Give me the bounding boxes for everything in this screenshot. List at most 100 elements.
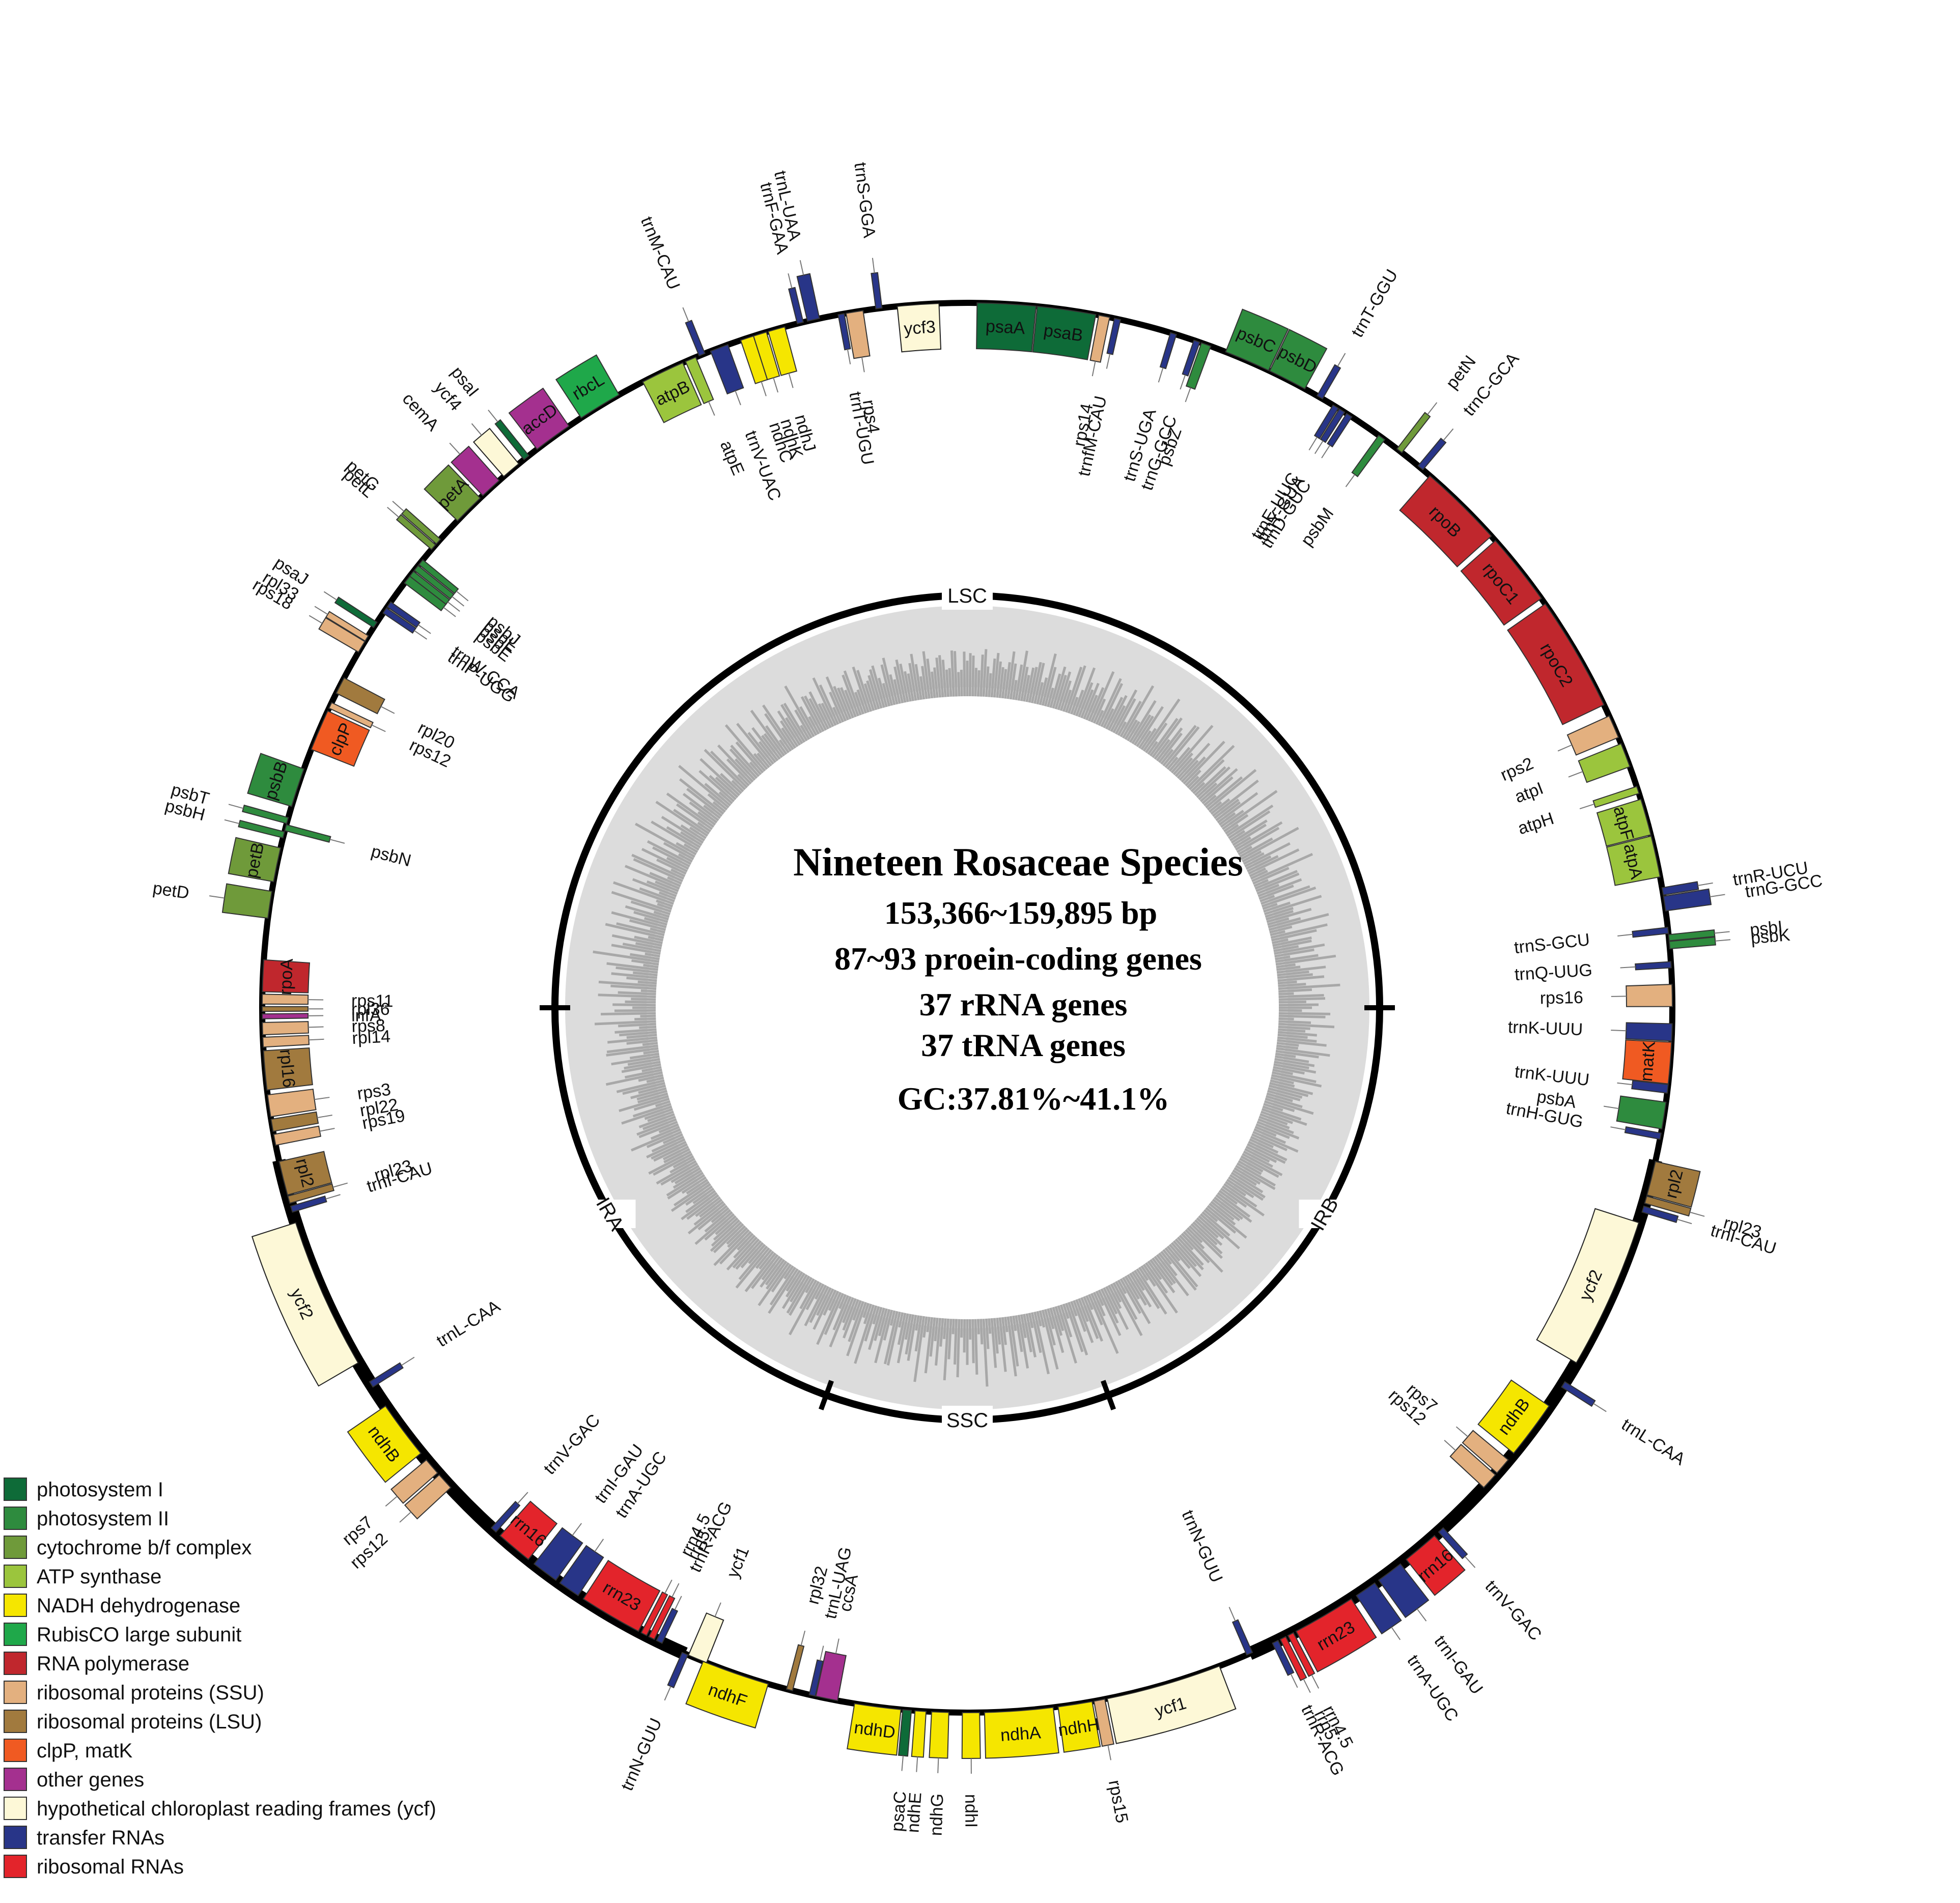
gene-label: rpl14 <box>352 1027 391 1048</box>
legend-label: transfer RNAs <box>37 1827 164 1849</box>
gene-rps7 <box>390 1459 438 1504</box>
gene-label: trnK-UUU <box>1507 1017 1583 1039</box>
gene-rpoc1 <box>1460 539 1542 626</box>
gene-label: rps8 <box>351 1016 385 1036</box>
gene-ndhe <box>911 1710 927 1758</box>
gene-rpoc2 <box>1507 603 1605 725</box>
gene-ccsa <box>815 1651 847 1701</box>
center-gc-content: GC:37.81%~41.1% <box>898 1081 1170 1117</box>
gene-rps11 <box>262 993 309 1005</box>
center-rrna-genes: 37 rRNA genes <box>919 986 1128 1022</box>
gene-psbn <box>284 824 331 843</box>
legend-swatch <box>4 1768 27 1791</box>
legend-item: ribosomal RNAs <box>4 1855 184 1878</box>
gene-rpl22 <box>270 1111 319 1132</box>
region-label-irb: IRB <box>1299 1194 1350 1234</box>
center-title: Nineteen Rosaceae Species <box>793 840 1243 884</box>
legend-label: photosystem II <box>37 1508 169 1530</box>
gene-ycf1 <box>687 1612 724 1664</box>
gene-trnr-acg <box>656 1608 679 1644</box>
legend-label: cytochrome b/f complex <box>37 1537 251 1559</box>
legend-item: photosystem II <box>4 1507 169 1530</box>
gene-ndha <box>984 1707 1059 1759</box>
legend-swatch <box>4 1594 27 1617</box>
gc-content-profile <box>593 649 1340 1387</box>
gene-trnl-caa <box>1561 1381 1596 1407</box>
region-label-text: SSC <box>946 1409 988 1432</box>
legend-label: ATP synthase <box>37 1566 161 1588</box>
gene-petn <box>1396 412 1431 453</box>
gene-rrn23 <box>582 1559 661 1632</box>
gene-peta <box>424 464 481 522</box>
gene-rps14 <box>1089 315 1110 363</box>
gene-rrn16 <box>1405 1535 1466 1596</box>
gene-trnfm-cau <box>1106 318 1122 355</box>
legend-label: ribosomal proteins (LSU) <box>37 1711 262 1733</box>
gene-rps18 <box>318 617 366 653</box>
gene-psbi <box>1668 929 1716 942</box>
gene-rps4 <box>845 310 871 359</box>
gene-label: rps11 <box>351 991 394 1011</box>
gene-trnl-caa <box>369 1362 404 1388</box>
gene-rpob <box>1399 475 1492 567</box>
gene-label: rpoA <box>276 958 297 996</box>
gene-petl <box>396 514 436 551</box>
gene-psbm <box>1351 434 1386 477</box>
legend-label: RubisCO large subunit <box>37 1624 241 1646</box>
gene-trnv-gac <box>490 1500 521 1533</box>
gene-rps8 <box>262 1021 309 1036</box>
gene-label: rpl16 <box>276 1048 299 1089</box>
legend-item: RNA polymerase <box>4 1652 189 1675</box>
gene-label: psaC <box>887 1791 910 1832</box>
gene-trnv-gac <box>1438 1527 1468 1559</box>
gene-ycf1 <box>1106 1665 1237 1744</box>
legend-label: other genes <box>37 1769 144 1791</box>
gene-rpl16 <box>263 1047 313 1091</box>
gene-psbc <box>1225 308 1289 372</box>
gene-rpl32 <box>786 1644 805 1692</box>
gene-label: ndhE <box>903 1792 925 1833</box>
legend-item: other genes <box>4 1768 144 1791</box>
gene-ndhb <box>347 1405 422 1483</box>
gene-trng-gcc <box>1663 888 1712 912</box>
gene-atpf <box>1596 799 1651 847</box>
gene-clpp <box>311 710 370 767</box>
gene-rrn23 <box>1295 1598 1377 1673</box>
legend-item: ATP synthase <box>4 1565 161 1588</box>
legend-item: ribosomal proteins (SSU) <box>4 1681 264 1704</box>
gene-psbk <box>1668 936 1716 950</box>
gene-rpl2 <box>278 1151 332 1196</box>
gene-psac <box>898 1709 912 1757</box>
gene-atpe <box>685 356 714 405</box>
inner-gc-ring <box>551 592 1383 1424</box>
gene-label: psaA <box>985 317 1026 338</box>
gene-label: ndhA <box>1000 1723 1042 1745</box>
legend-item: cytochrome b/f complex <box>4 1536 251 1559</box>
gene-rpl33 <box>325 611 369 642</box>
gene-rpl14 <box>262 1035 310 1048</box>
gene-trng-gcc <box>1182 339 1200 377</box>
gene-rps7 <box>1462 1430 1509 1474</box>
legend-swatch <box>4 1739 27 1762</box>
gene-trnl-uaa <box>796 273 820 322</box>
gene-rpoa <box>262 959 311 993</box>
gene-ndhj <box>767 326 798 376</box>
gene-atph <box>1592 785 1640 808</box>
legend-swatch <box>4 1855 27 1878</box>
gene-trni-gau <box>533 1527 583 1581</box>
center-summary: Nineteen Rosaceae Species 153,366~159,89… <box>793 840 1243 1117</box>
gene-label: matK <box>1637 1040 1659 1082</box>
legend-swatch <box>4 1478 27 1501</box>
gene-ndhk <box>752 331 780 381</box>
gene-psaa <box>976 302 1037 353</box>
gene-ndhd <box>847 1703 902 1756</box>
gene-matk <box>1622 1039 1672 1085</box>
gene-trnq-uug <box>1635 961 1672 971</box>
gene-trne-uuc <box>1313 404 1339 440</box>
center-length: 153,366~159,895 bp <box>884 895 1157 931</box>
gene-rps15 <box>1093 1698 1114 1747</box>
legend-swatch <box>4 1565 27 1588</box>
legend-swatch <box>4 1507 27 1530</box>
legend-label: clpP, matK <box>37 1740 133 1762</box>
gene-rpl2 <box>1646 1160 1701 1208</box>
